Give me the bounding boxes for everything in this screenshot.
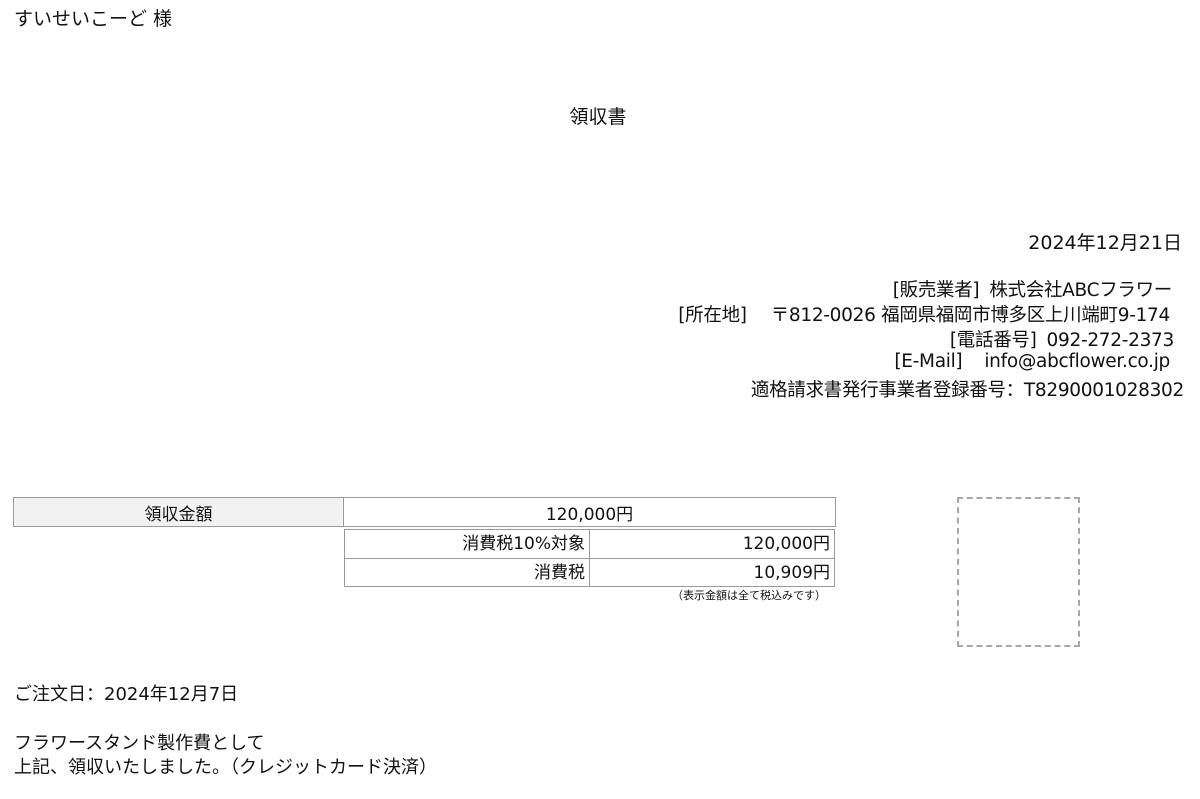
- issue-date: 2024年12月21日: [1028, 232, 1182, 254]
- tax-breakdown-table: 消費税10%対象 120,000円 消費税 10,909円: [344, 529, 835, 587]
- seller-address-line: [所在地] 〒812-0026 福岡県福岡市博多区上川端町9-174: [678, 301, 1170, 327]
- seller-vendor-line: [販売業者] 株式会社ABCフラワー: [892, 276, 1173, 302]
- vendor-value: 株式会社ABCフラワー: [989, 280, 1172, 301]
- tax-note: （表示金額は全て税込みです）: [672, 589, 826, 602]
- address-label: [所在地]: [678, 305, 747, 326]
- received-note: 上記、領収いたしました。（クレジットカード決済）: [14, 757, 437, 778]
- email-value: info@abcflower.co.jp: [984, 351, 1170, 372]
- seller-phone-line: [電話番号] 092-272-2373: [950, 326, 1174, 352]
- phone-value: 092-272-2373: [1046, 330, 1175, 351]
- taxable-value: 120,000円: [742, 534, 830, 554]
- seller-registration-number: 適格請求書発行事業者登録番号：T8290001028302: [750, 380, 1184, 401]
- table-row: 消費税 10,909円: [345, 558, 834, 586]
- table-row: 消費税10%対象 120,000円: [345, 530, 834, 558]
- address-value: 〒812-0026 福岡県福岡市博多区上川端町9-174: [770, 305, 1171, 326]
- purpose-text: フラワースタンド製作費として: [14, 733, 265, 754]
- tax-value: 10,909円: [753, 563, 830, 583]
- phone-label: [電話番号]: [949, 330, 1037, 351]
- vendor-label: [販売業者]: [892, 280, 980, 301]
- tax-label: 消費税: [345, 559, 590, 586]
- taxable-label: 消費税10%対象: [345, 530, 590, 558]
- seller-email-line: [E-Mail] info@abcflower.co.jp: [894, 351, 1170, 372]
- amount-value: 120,000円: [545, 504, 634, 525]
- stamp-placeholder: [957, 497, 1080, 647]
- amount-label: 領収金額: [14, 498, 344, 526]
- amount-table: 領収金額 120,000円: [13, 497, 836, 527]
- order-date: ご注文日：2024年12月7日: [14, 684, 239, 705]
- document-title: 領収書: [569, 106, 627, 128]
- email-label: [E-Mail]: [894, 351, 963, 372]
- recipient-name: すいせいこーど 様: [14, 8, 173, 30]
